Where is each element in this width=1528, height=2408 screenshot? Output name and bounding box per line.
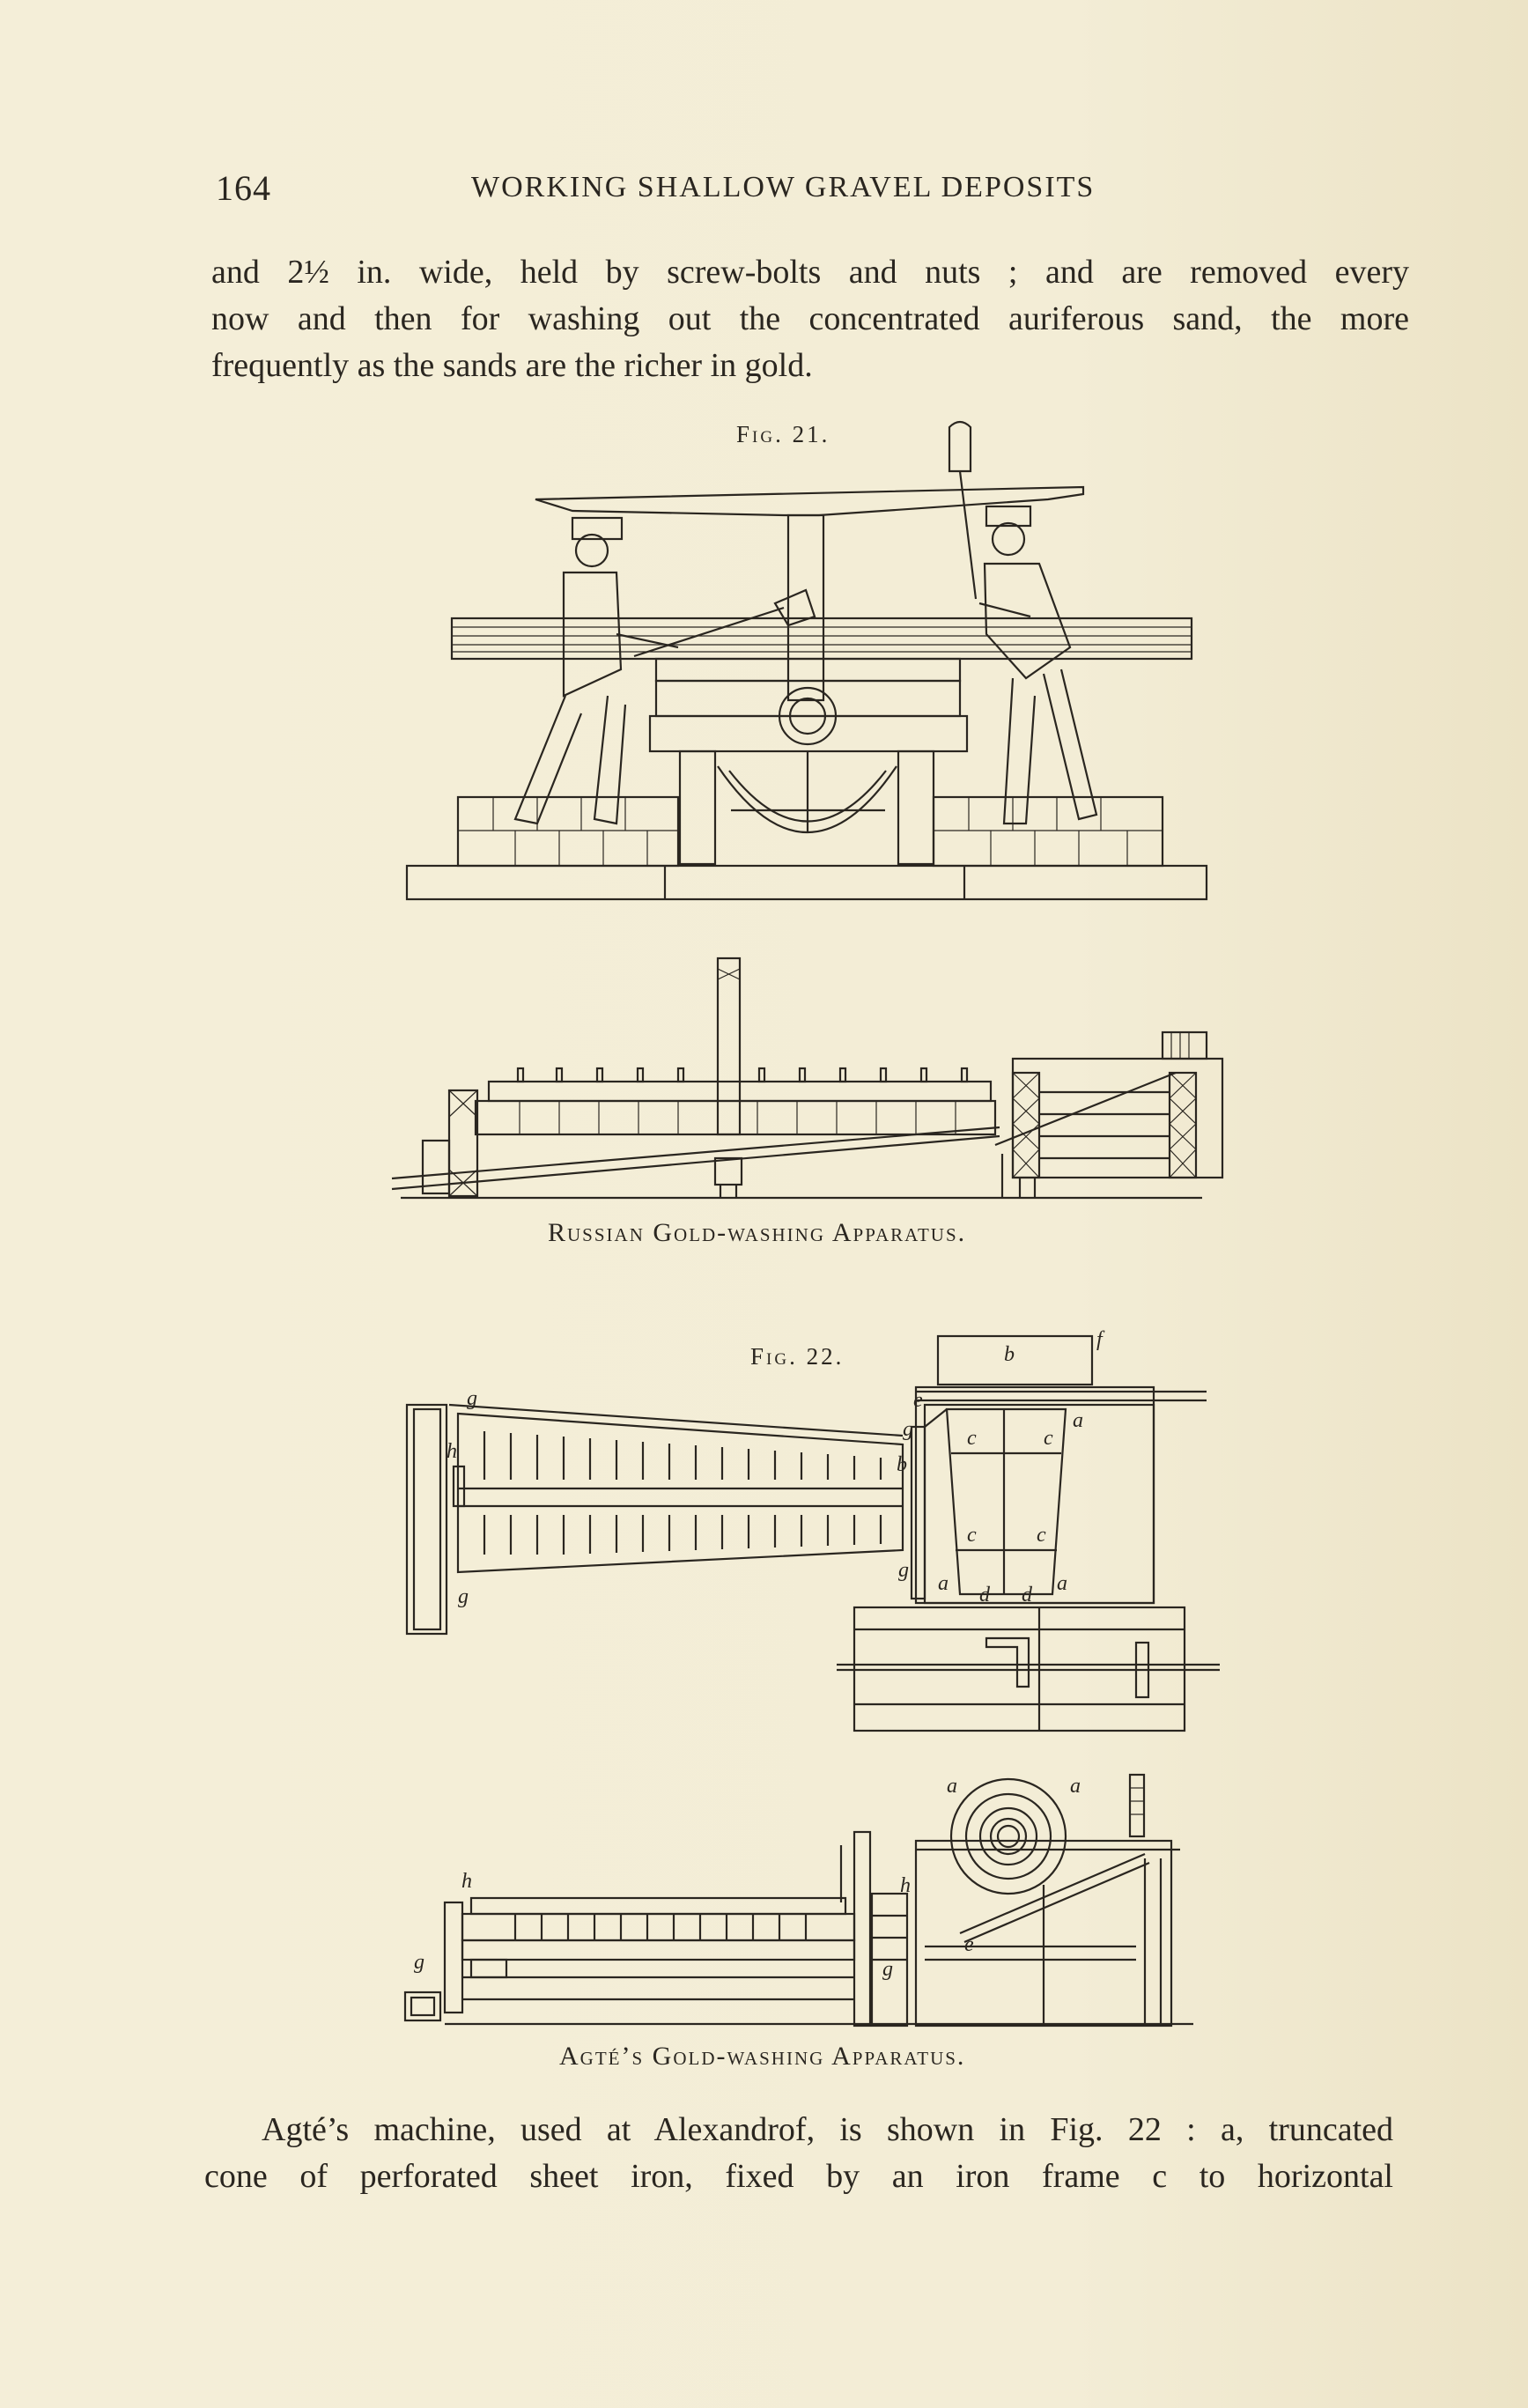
text-line: cone of perforated sheet iron, fixed by … xyxy=(204,2158,1393,2195)
svg-text:e: e xyxy=(964,1933,974,1956)
spade-icon xyxy=(948,420,972,473)
figure-21-caption: Russian Gold-washing Apparatus. xyxy=(548,1218,967,1247)
figure-21-label: Fig. 21. xyxy=(736,421,830,447)
figure-22-caption: Agté’s Gold-washing Apparatus. xyxy=(559,2042,966,2071)
svg-text:g: g xyxy=(458,1585,469,1608)
svg-text:c: c xyxy=(967,1524,977,1547)
svg-text:c: c xyxy=(1044,1427,1053,1450)
svg-text:f: f xyxy=(1096,1328,1105,1351)
svg-text:h: h xyxy=(461,1870,472,1893)
svg-text:a: a xyxy=(938,1572,949,1595)
side-slats xyxy=(513,1914,808,1940)
worker-right-cap xyxy=(985,505,1032,528)
svg-text:c: c xyxy=(1037,1524,1046,1547)
svg-text:c: c xyxy=(967,1427,977,1450)
running-head: WORKING SHALLOW GRAVEL DEPOSITS xyxy=(471,171,1096,203)
svg-text:e: e xyxy=(913,1389,923,1412)
text-line: frequently as the sands are the richer i… xyxy=(211,347,813,384)
text-line: Agté’s machine, used at Alexandrof, is s… xyxy=(262,2111,1393,2148)
figure-21-illustration xyxy=(391,420,1224,1200)
svg-text:h: h xyxy=(900,1874,911,1897)
figure-22-label: Fig. 22. xyxy=(750,1343,845,1370)
svg-text:a: a xyxy=(1070,1775,1081,1798)
svg-text:d: d xyxy=(979,1584,991,1607)
perforation-slats xyxy=(483,1431,882,1555)
svg-text:g: g xyxy=(467,1387,477,1410)
svg-text:a: a xyxy=(947,1775,957,1798)
svg-text:a: a xyxy=(1073,1409,1083,1432)
svg-text:g: g xyxy=(903,1418,913,1441)
svg-text:b: b xyxy=(1004,1343,1015,1366)
svg-text:g: g xyxy=(414,1951,424,1974)
svg-text:g: g xyxy=(882,1958,893,1981)
page-number: 164 xyxy=(216,168,271,208)
worker-left-cap xyxy=(571,516,624,541)
svg-text:a: a xyxy=(1057,1572,1067,1595)
svg-text:b: b xyxy=(897,1453,907,1476)
bottom-paragraph: Agté’s machine, used at Alexandrof, is s… xyxy=(204,2107,1393,2200)
cleats-row xyxy=(516,1067,969,1083)
text-line: now and then for washing out the concent… xyxy=(211,300,1409,337)
svg-text:g: g xyxy=(898,1559,909,1582)
top-paragraph: and 2½ in. wide, held by screw-bolts and… xyxy=(211,249,1409,389)
text-line: and 2½ in. wide, held by screw-bolts and… xyxy=(211,254,1409,291)
svg-text:d: d xyxy=(1022,1584,1033,1607)
svg-text:h: h xyxy=(447,1440,457,1463)
page-header: 164 WORKING SHALLOW GRAVEL DEPOSITS xyxy=(216,167,1405,211)
